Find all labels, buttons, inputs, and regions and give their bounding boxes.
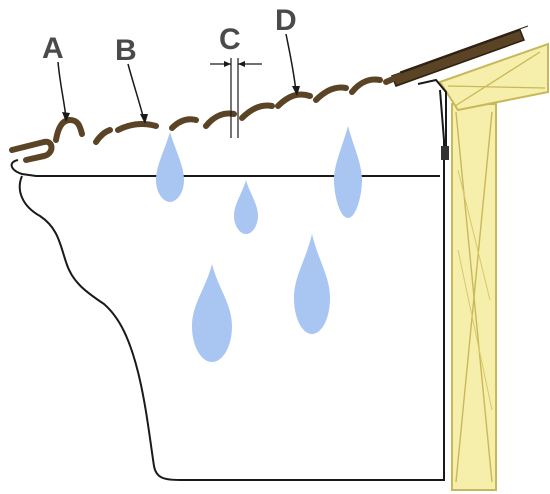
fascia-board bbox=[451, 103, 497, 491]
leader-a bbox=[57, 61, 67, 119]
louver bbox=[115, 120, 159, 133]
water-droplet bbox=[192, 264, 232, 362]
label-a: A bbox=[42, 32, 64, 65]
shingle-line bbox=[399, 25, 529, 73]
label-c: C bbox=[219, 23, 241, 56]
gutter-back-wall bbox=[439, 89, 445, 176]
water-droplet bbox=[294, 234, 330, 334]
water-droplets bbox=[156, 126, 362, 362]
gutter-body bbox=[10, 89, 449, 481]
gutter-profile bbox=[18, 175, 445, 481]
rafter-body bbox=[438, 42, 549, 112]
louver bbox=[383, 73, 403, 85]
leader-d bbox=[285, 33, 297, 93]
louver bbox=[203, 110, 237, 129]
wood-grain-line bbox=[455, 111, 493, 483]
louver bbox=[239, 102, 275, 121]
label-b: B bbox=[115, 34, 137, 67]
wood-grain-line bbox=[457, 169, 491, 301]
wood-grain-line bbox=[447, 85, 546, 89]
wood-grain-line bbox=[457, 249, 493, 411]
wood-grain-line bbox=[454, 51, 541, 107]
water-droplet bbox=[156, 132, 184, 202]
gutter-hanger-bracket bbox=[441, 146, 449, 160]
guard-front-hem bbox=[9, 138, 55, 163]
label-leaders bbox=[57, 33, 300, 124]
arrowhead bbox=[224, 61, 231, 67]
leader-b bbox=[127, 63, 145, 121]
shingle-edge bbox=[391, 25, 529, 150]
louver bbox=[349, 76, 383, 95]
label-d: D bbox=[275, 4, 297, 37]
arrowhead bbox=[238, 61, 245, 67]
roof-rafter bbox=[438, 42, 549, 112]
louver bbox=[169, 116, 199, 131]
louver bbox=[93, 127, 113, 145]
water-droplet bbox=[334, 126, 362, 218]
gap-dimension-marker bbox=[210, 58, 262, 138]
drip-edge bbox=[417, 78, 447, 150]
shingle-strip bbox=[391, 29, 525, 87]
arrowhead bbox=[140, 114, 148, 124]
gutter-guard-louvers bbox=[53, 73, 403, 145]
water-droplet bbox=[234, 180, 258, 234]
louver bbox=[53, 116, 85, 143]
louver bbox=[275, 91, 313, 109]
gutter-front-lip bbox=[10, 159, 440, 177]
louver bbox=[313, 84, 349, 103]
arrowhead bbox=[292, 86, 300, 96]
arrowhead bbox=[62, 112, 70, 122]
